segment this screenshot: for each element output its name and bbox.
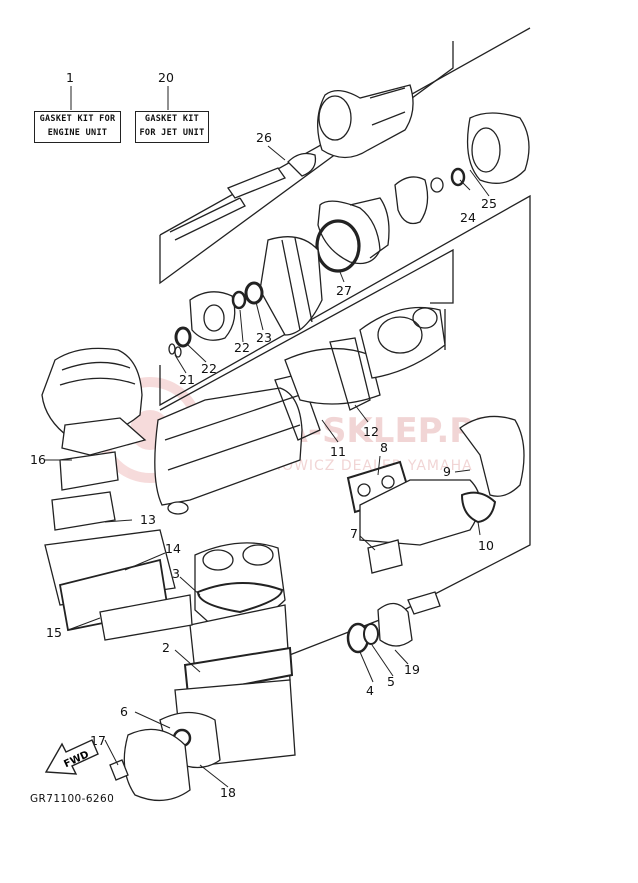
kit-jet-line1: GASKET KIT xyxy=(144,114,200,124)
callout-7: 7 xyxy=(350,526,358,541)
callout-22-upper: 22 xyxy=(234,340,250,355)
callout-19: 19 xyxy=(404,662,420,677)
callout-22-lower: 22 xyxy=(201,361,217,376)
callout-6: 6 xyxy=(120,704,128,719)
jet-unit-parts xyxy=(168,84,530,358)
callout-5: 5 xyxy=(387,674,395,689)
gasket-kit-jet-box: GASKET KIT FOR JET UNIT xyxy=(135,111,209,143)
kit-jet-line2: FOR JET UNIT xyxy=(139,128,205,138)
callout-16: 16 xyxy=(30,452,46,467)
fwd-arrow-icon: FWD xyxy=(44,739,99,775)
callout-3: 3 xyxy=(172,566,180,581)
callout-25: 25 xyxy=(481,196,497,211)
callout-11: 11 xyxy=(330,444,346,459)
kit-engine-number: 1 xyxy=(66,70,74,85)
kit-leader-lines xyxy=(70,86,169,110)
callout-8: 8 xyxy=(380,440,388,455)
callout-23: 23 xyxy=(256,330,272,345)
kit-engine-line1: GASKET KIT FOR xyxy=(39,114,116,124)
callout-14: 14 xyxy=(165,541,181,556)
callout-12: 12 xyxy=(363,424,379,439)
callout-21: 21 xyxy=(179,372,195,387)
engine-unit-parts xyxy=(41,306,525,802)
callout-labels: 2 3 4 5 6 7 8 9 10 11 12 13 14 15 16 17 … xyxy=(30,130,497,800)
callout-18: 18 xyxy=(220,785,236,800)
callout-4: 4 xyxy=(366,683,374,698)
callout-2: 2 xyxy=(162,640,170,655)
reference-code: GR71100-6260 xyxy=(30,793,115,805)
callout-10: 10 xyxy=(478,538,494,553)
callout-26: 26 xyxy=(256,130,272,145)
callout-15: 15 xyxy=(46,625,62,640)
kit-jet-number: 20 xyxy=(158,70,174,85)
callout-9: 9 xyxy=(443,464,451,479)
callout-24: 24 xyxy=(460,210,476,225)
kit-engine-line2: ENGINE UNIT xyxy=(47,128,108,138)
gasket-kit-engine-box: GASKET KIT FOR ENGINE UNIT xyxy=(34,111,121,143)
callout-13: 13 xyxy=(140,512,156,527)
callout-leaders xyxy=(45,145,490,788)
callout-27: 27 xyxy=(336,283,352,298)
